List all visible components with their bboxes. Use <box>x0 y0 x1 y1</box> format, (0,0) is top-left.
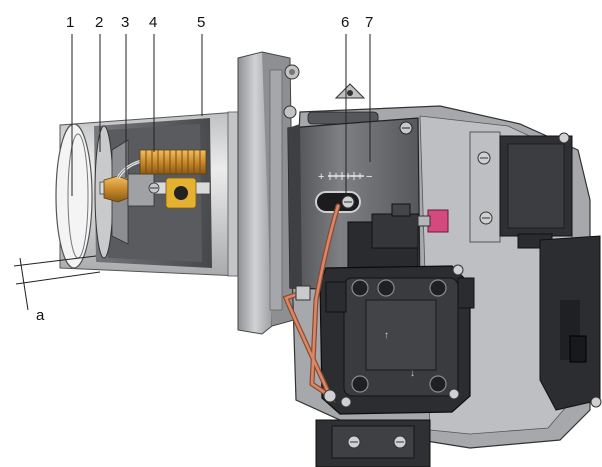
svg-text:↓: ↓ <box>410 368 415 379</box>
callout-5: 5 <box>197 14 205 31</box>
threaded-sleeve <box>139 149 207 175</box>
pump-screw-bl <box>351 375 369 393</box>
svg-text:↑: ↑ <box>384 330 389 341</box>
callout-4: 4 <box>149 14 157 31</box>
solenoid-valve <box>347 203 449 269</box>
callout-2: 2 <box>95 14 103 31</box>
callout-3: 3 <box>121 14 129 31</box>
motor-cable-gland <box>569 335 587 363</box>
fuel-pump: ↑ ↓ <box>319 264 475 415</box>
nozzle <box>103 175 129 203</box>
scale-plus: + <box>318 171 324 183</box>
oil-supply-pipe <box>282 203 341 403</box>
pink-connector <box>427 209 449 233</box>
mounting-flange <box>227 51 310 335</box>
blast-tube <box>55 111 241 277</box>
box-screw <box>558 132 570 144</box>
pump-screw-tm <box>377 279 395 297</box>
callout-6: 6 <box>341 14 349 31</box>
pump-screw-tl <box>351 279 369 297</box>
callout-leaders <box>71 34 371 196</box>
callout-1: 1 <box>66 14 74 31</box>
callout-7: 7 <box>365 14 373 31</box>
dimension-a <box>13 255 101 311</box>
pump-screw-br <box>429 375 447 393</box>
tube-opening <box>55 123 93 269</box>
control-box <box>499 132 602 411</box>
callout-a: a <box>36 307 45 324</box>
pump-screw-tr <box>429 279 447 297</box>
bottom-bracket <box>315 419 431 467</box>
flange-bolt-mid <box>283 105 297 119</box>
scale-minus: − <box>366 171 372 183</box>
